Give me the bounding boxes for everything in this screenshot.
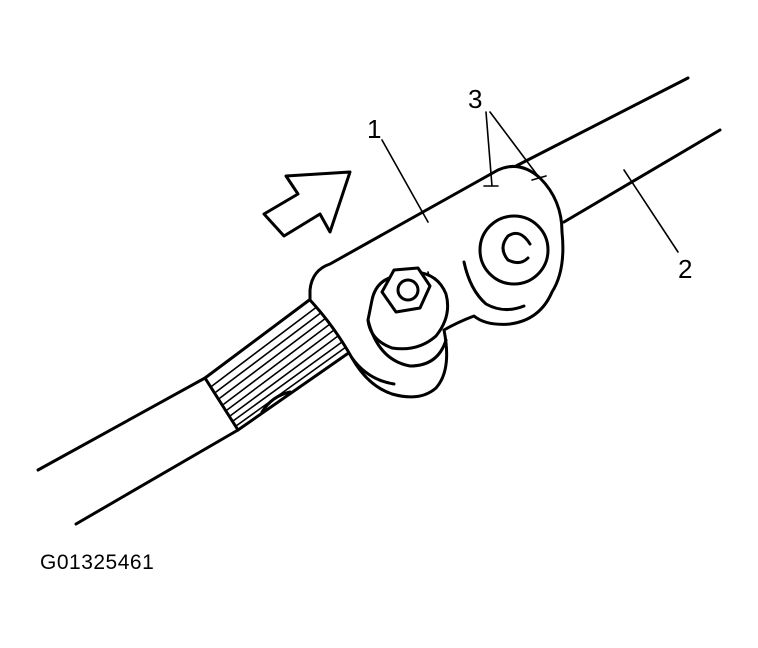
callout-1: 1 bbox=[367, 114, 381, 144]
callout-2: 2 bbox=[678, 254, 692, 284]
arrow-icon bbox=[262, 170, 352, 238]
bolt-icon bbox=[366, 266, 450, 368]
callout-3: 3 bbox=[468, 84, 482, 114]
figure-id: G01325461 bbox=[40, 551, 155, 574]
shaft-tube-upper bbox=[514, 76, 722, 224]
shaft-tube-lower bbox=[36, 376, 240, 526]
leader-lines bbox=[381, 111, 679, 253]
